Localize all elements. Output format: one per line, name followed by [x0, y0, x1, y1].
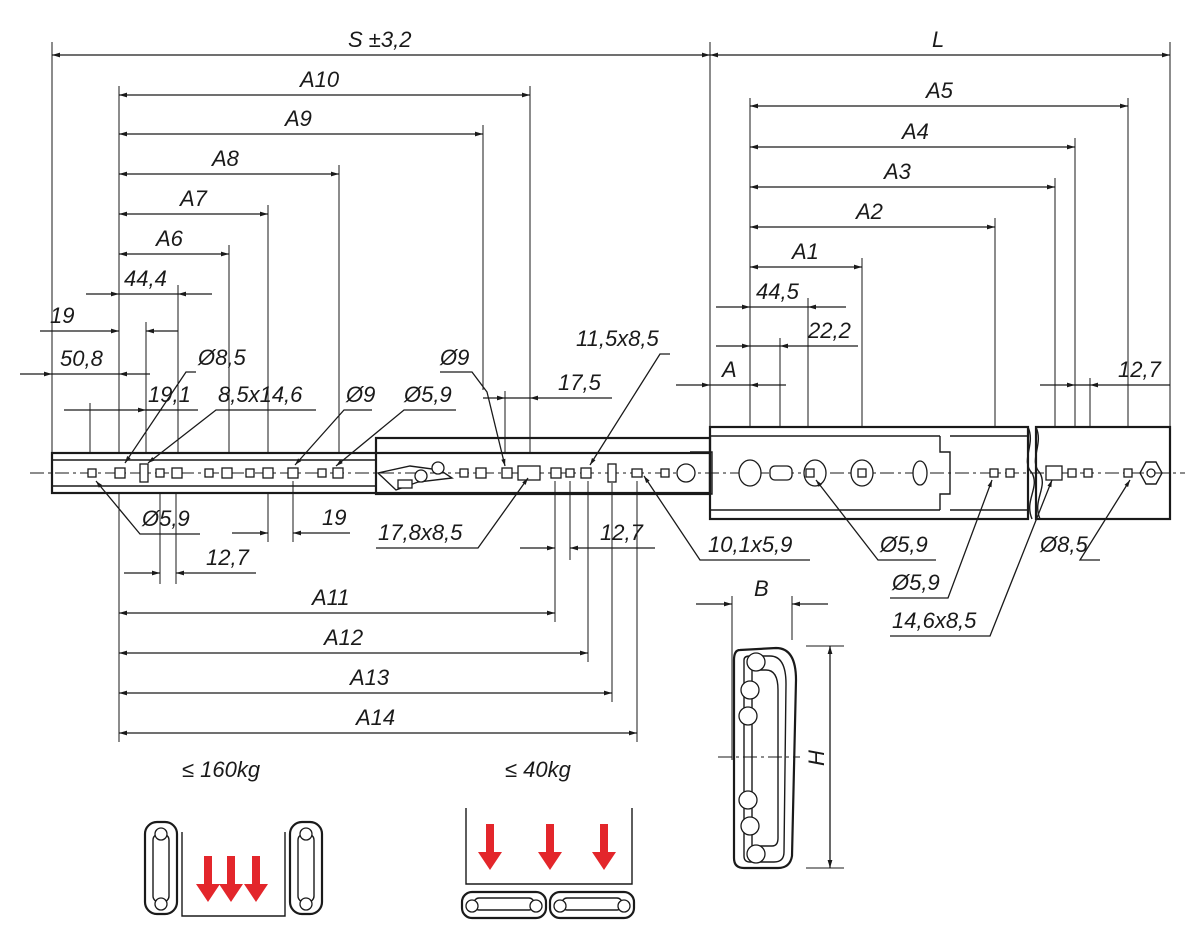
callout-d5-9-r2: Ø5,9: [891, 570, 940, 595]
dim-a11: A11: [310, 585, 350, 610]
callout-d8-5-left: Ø8,5: [197, 345, 246, 370]
dim-22-2: 22,2: [807, 318, 851, 343]
dim-a14: A14: [354, 705, 395, 730]
section-dim-b: B: [754, 576, 769, 601]
callout-d8-5-right: Ø8,5: [1039, 532, 1088, 557]
dim-44-4: 44,4: [124, 266, 167, 291]
load-arrow: [244, 856, 268, 902]
callout-d5-9-bottom-left: Ø5,9: [141, 506, 190, 531]
upper-callout-labels: Ø8,5 19,1 8,5x14,6 Ø9 Ø5,9 Ø9 17,5 11,5x…: [148, 326, 660, 407]
lower-callout-labels: Ø5,9 19 12,7 17,8x8,5 12,7 10,1x5,9 Ø5,9…: [141, 505, 1088, 633]
load-horizontal-label: ≤ 40kg: [505, 757, 572, 782]
callout-14-6x8-5: 14,6x8,5: [892, 608, 977, 633]
callout-d5-9-a: Ø5,9: [403, 382, 452, 407]
callout-12-7-bottom-mid: 12,7: [600, 520, 644, 545]
callout-19-bottom: 19: [322, 505, 346, 530]
top-dimension-labels: S ±3,2 L A10 A9 A8 A7 A6 44,4 19 50,8 A5…: [50, 27, 1162, 382]
callout-d5-9-r1: Ø5,9: [879, 532, 928, 557]
dim-a4: A4: [900, 119, 929, 144]
cross-section-labels: B H: [754, 576, 829, 766]
dim-a12: A12: [322, 625, 363, 650]
lower-callouts: [95, 475, 1131, 637]
dim-a13: A13: [348, 665, 390, 690]
dim-s: S ±3,2: [348, 27, 411, 52]
callout-12-7-bottom-left: 12,7: [206, 545, 250, 570]
bottom-dimension-lines: [118, 481, 638, 742]
callout-10-1x5-9: 10,1x5,9: [708, 532, 792, 557]
load-arrow: [538, 824, 562, 870]
dim-a10: A10: [298, 67, 340, 92]
upper-callouts: [64, 353, 670, 467]
callout-8-5x14-6: 8,5x14,6: [218, 382, 303, 407]
rail-holes: [87, 463, 1133, 483]
dim-a1: A1: [790, 239, 819, 264]
slide-rail-side-view: [30, 425, 1185, 521]
dim-a2: A2: [854, 199, 883, 224]
dim-a8: A8: [210, 146, 240, 171]
dim-12-7-right: 12,7: [1118, 357, 1162, 382]
callout-d9-a: Ø9: [345, 382, 375, 407]
callout-17-8x8-5: 17,8x8,5: [378, 520, 463, 545]
load-arrow: [219, 856, 243, 902]
dim-a3: A3: [882, 159, 912, 184]
dim-l: L: [932, 27, 944, 52]
top-dimension-lines: [20, 42, 1171, 452]
cross-section-view: [696, 596, 844, 870]
load-arrow: [592, 824, 616, 870]
load-horizontal-mounting: ≤ 40kg: [460, 757, 636, 920]
load-vertical-label: ≤ 160kg: [182, 757, 261, 782]
dim-50-8: 50,8: [60, 346, 104, 371]
dim-a6: A6: [154, 226, 184, 251]
bottom-dimension-labels: A11 A12 A13 A14: [310, 585, 395, 730]
load-arrow: [478, 824, 502, 870]
dim-a5: A5: [924, 78, 954, 103]
callout-19-1: 19,1: [148, 382, 191, 407]
dim-44-5: 44,5: [756, 279, 800, 304]
callout-d9-b: Ø9: [439, 345, 469, 370]
load-arrow: [196, 856, 220, 902]
callout-11-5x8-5: 11,5x8,5: [576, 326, 660, 351]
callout-17-5: 17,5: [558, 370, 602, 395]
dim-a9: A9: [283, 106, 312, 131]
dim-a: A: [720, 357, 737, 382]
section-dim-h: H: [804, 750, 829, 766]
dim-19-top: 19: [50, 303, 74, 328]
load-vertical-mounting: ≤ 160kg: [143, 757, 324, 917]
dim-a7: A7: [178, 186, 208, 211]
